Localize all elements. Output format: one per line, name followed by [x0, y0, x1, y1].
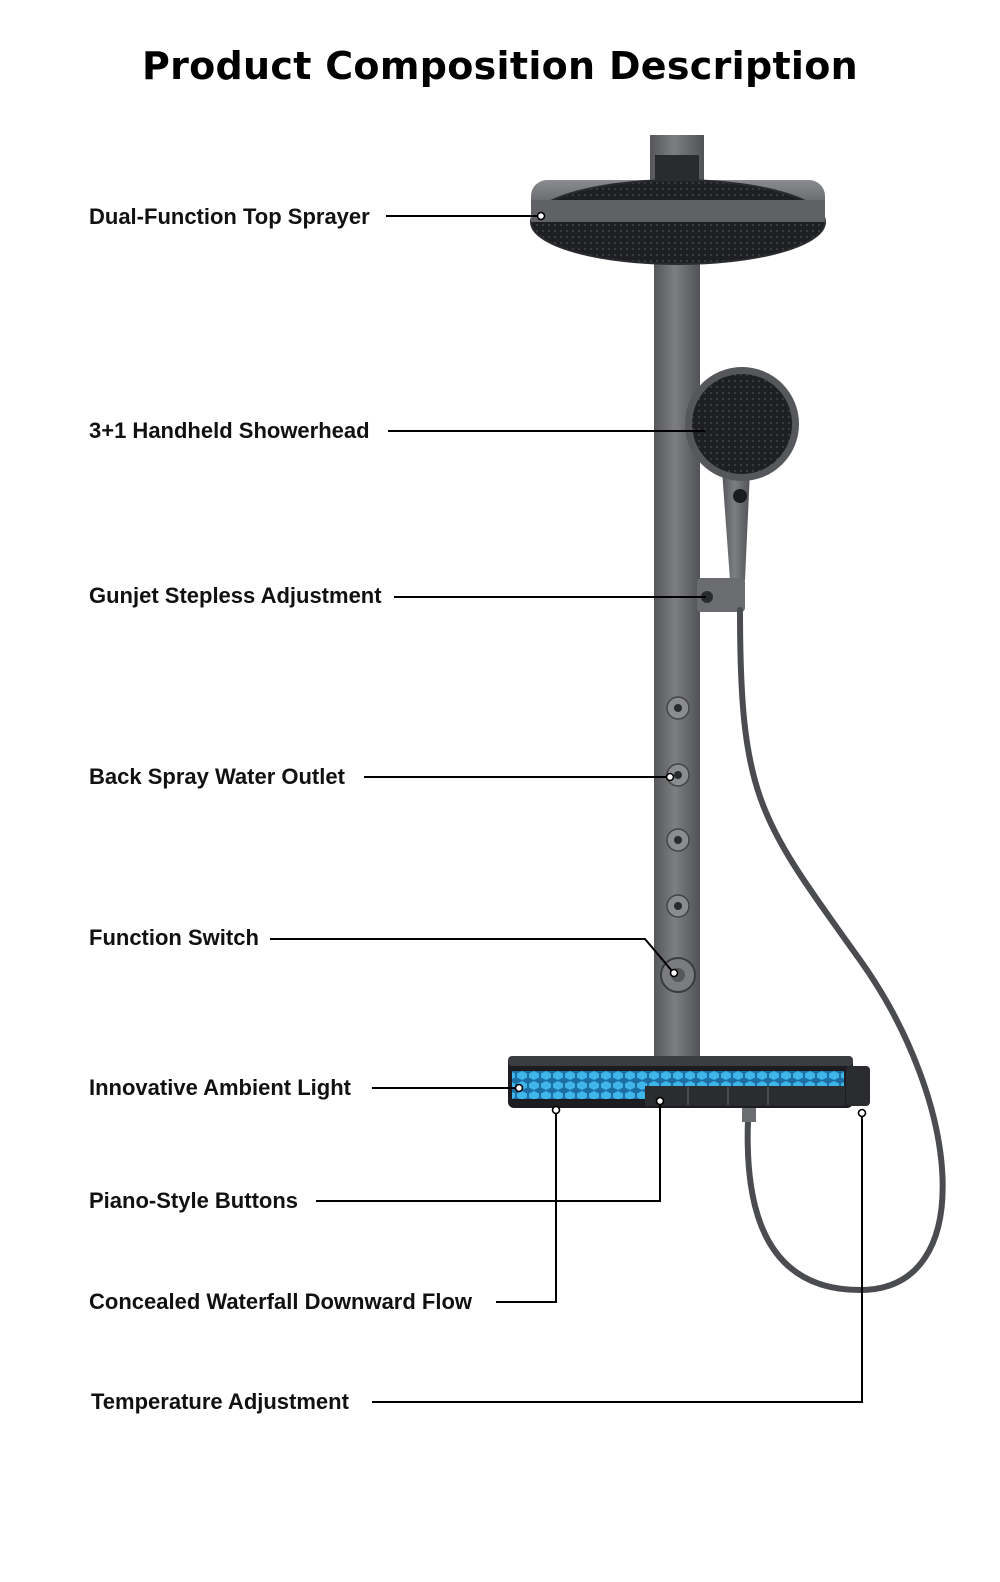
- leader-lines: [270, 215, 863, 1403]
- main-column: [654, 255, 700, 1065]
- leader-dots: [514, 211, 867, 1118]
- label-top-sprayer: Dual-Function Top Sprayer: [89, 204, 370, 229]
- label-back-spray-outlet: Back Spray Water Outlet: [89, 764, 346, 789]
- handheld-showerhead: [685, 367, 799, 580]
- top-pipe: [650, 135, 704, 183]
- gunjet-holder: [697, 578, 745, 612]
- label-ambient-light: Innovative Ambient Light: [89, 1075, 352, 1100]
- label-function-switch: Function Switch: [89, 925, 259, 950]
- label-waterfall-flow: Concealed Waterfall Downward Flow: [89, 1289, 473, 1314]
- label-piano-buttons: Piano-Style Buttons: [89, 1188, 298, 1213]
- label-handheld-showerhead: 3+1 Handheld Showerhead: [89, 418, 370, 443]
- label-temperature-adjustment: Temperature Adjustment: [91, 1389, 350, 1414]
- shower-hose: [737, 607, 946, 1294]
- control-panel: [508, 1056, 870, 1122]
- top-sprayer: [530, 179, 826, 265]
- back-spray-outlets: [666, 696, 690, 918]
- page-title: Product Composition Description: [141, 44, 859, 88]
- label-gunjet-adjustment: Gunjet Stepless Adjustment: [89, 583, 382, 608]
